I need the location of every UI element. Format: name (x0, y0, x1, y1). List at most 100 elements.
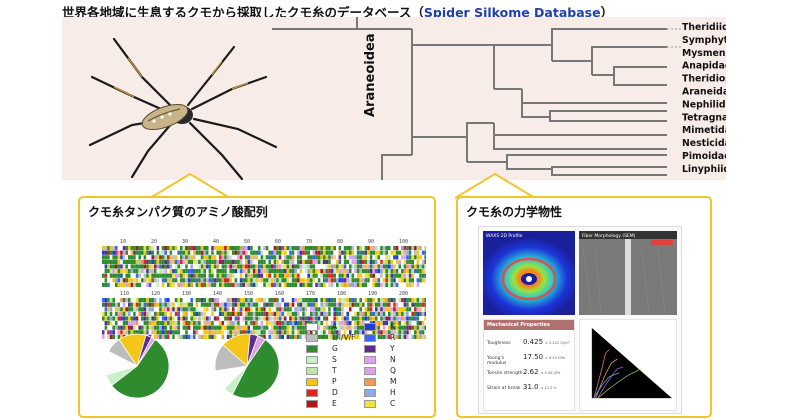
pie-slice (136, 336, 156, 367)
residue-cell (349, 298, 352, 303)
residue-cell (146, 330, 149, 335)
residue-cell (310, 278, 313, 283)
residue-cell (125, 311, 128, 316)
residue-cell (268, 269, 271, 274)
residue-cell (395, 282, 399, 287)
residue-cell (221, 273, 225, 278)
callout-pointer-right (455, 172, 535, 199)
residue-cell (356, 278, 360, 283)
residue-cell (195, 321, 199, 326)
residue-cell (364, 298, 368, 303)
residue-cell (328, 334, 331, 339)
residue-cell (115, 311, 118, 316)
residue-cell (323, 307, 326, 312)
residue-cell (372, 307, 375, 312)
residue-cell (281, 246, 284, 251)
residue-cell (328, 302, 331, 307)
residue-cell (141, 307, 144, 312)
residue-cell (421, 264, 425, 269)
residue-cell (341, 250, 344, 255)
residue-cell (351, 259, 355, 264)
residue-cell (151, 264, 154, 269)
residue-cell (390, 269, 394, 274)
residue-cell (226, 311, 230, 316)
residue-cell (167, 264, 170, 269)
residue-cell (112, 259, 115, 264)
residue-cell (190, 278, 193, 283)
residue-cell (385, 246, 388, 251)
residue-cell (273, 259, 277, 264)
residue-cell (297, 316, 300, 321)
residue-cell (302, 278, 305, 283)
residue-cell (135, 302, 139, 307)
residue-cell (219, 316, 222, 321)
residue-cell (252, 264, 256, 269)
residue-cell (109, 311, 113, 316)
residue-cell (219, 325, 222, 330)
residue-cell (247, 330, 251, 335)
residue-cell (120, 278, 123, 283)
residue-cell (354, 250, 357, 255)
residue-cell (208, 250, 212, 255)
residue-cell (416, 278, 420, 283)
residue-cell (401, 316, 404, 321)
residue-cell (177, 316, 180, 321)
residue-cell (380, 282, 383, 287)
residue-cell (258, 282, 261, 287)
residue-cell (193, 246, 196, 251)
residue-cell (242, 269, 245, 274)
residue-cell (372, 298, 375, 303)
residue-cell (190, 311, 193, 316)
residue-cell (206, 278, 209, 283)
residue-cell (120, 316, 123, 321)
residue-cell (239, 330, 243, 335)
residue-cell (346, 259, 349, 264)
residue-cell (276, 311, 279, 316)
residue-cell (273, 250, 277, 255)
residue-cell (156, 321, 160, 326)
residue-cell (213, 298, 217, 303)
mp-key: Tensile strength (487, 371, 523, 376)
residue-cell (263, 269, 266, 274)
residue-cell (208, 325, 212, 330)
legend-label: K (390, 322, 395, 331)
residue-cell (216, 302, 219, 307)
residue-cell (325, 298, 329, 303)
residue-cell (320, 334, 323, 339)
residue-cell (198, 273, 201, 278)
residue-cell (120, 246, 123, 251)
residue-cell (390, 330, 394, 335)
residue-cell (330, 259, 334, 264)
residue-cell (130, 273, 134, 278)
residue-cell (294, 311, 297, 316)
residue-cell (299, 321, 303, 326)
residue-cell (104, 321, 108, 326)
residue-cell (424, 321, 426, 326)
residue-cell (323, 273, 326, 278)
residue-cell (372, 273, 375, 278)
residue-cell (367, 298, 370, 303)
residue-cell (154, 316, 157, 321)
residue-cell (247, 259, 251, 264)
residue-cell (185, 311, 188, 316)
residue-cell (304, 311, 308, 316)
residue-cell (221, 282, 225, 287)
residue-cell (393, 259, 396, 264)
residue-cell (200, 255, 204, 260)
residue-cell (281, 321, 284, 326)
residue-cell (317, 255, 321, 260)
residue-cell (154, 259, 157, 264)
residue-cell (148, 264, 152, 269)
legend-item: K (364, 322, 395, 331)
residue-cell (315, 246, 318, 251)
residue-cell (151, 278, 154, 283)
residue-cell (245, 282, 248, 287)
residue-cell (294, 250, 297, 255)
residue-cell (117, 278, 121, 283)
residue-cell (193, 311, 196, 316)
residue-cell (130, 298, 134, 303)
residue-cell (219, 330, 222, 335)
residue-cell (323, 325, 326, 330)
residue-cell (317, 269, 321, 274)
residue-cell (159, 325, 162, 330)
